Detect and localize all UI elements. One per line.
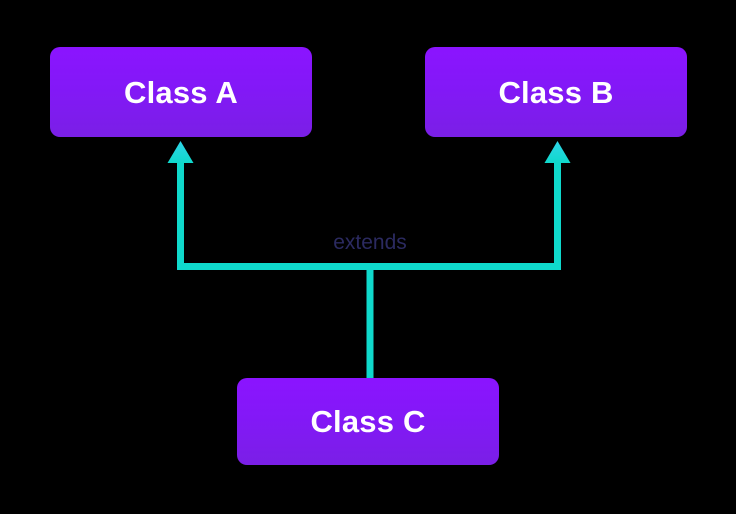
edge-label-extends: extends [333,231,407,254]
class-node-label: Class C [310,404,426,439]
arrowhead-icon-class-a [167,141,194,163]
connector-stem-class-c [366,263,374,381]
class-node-class-c[interactable]: Class C [237,378,499,465]
connector-riser-class-a [177,160,184,267]
class-node-class-b[interactable]: Class B [425,47,687,137]
connector-horizontal-bus [177,263,561,270]
arrowhead-icon-class-b [544,141,571,163]
class-node-label: Class A [124,74,238,110]
class-node-label: Class B [498,74,614,110]
connector-riser-class-b [554,160,561,267]
class-node-class-a[interactable]: Class A [50,47,312,137]
